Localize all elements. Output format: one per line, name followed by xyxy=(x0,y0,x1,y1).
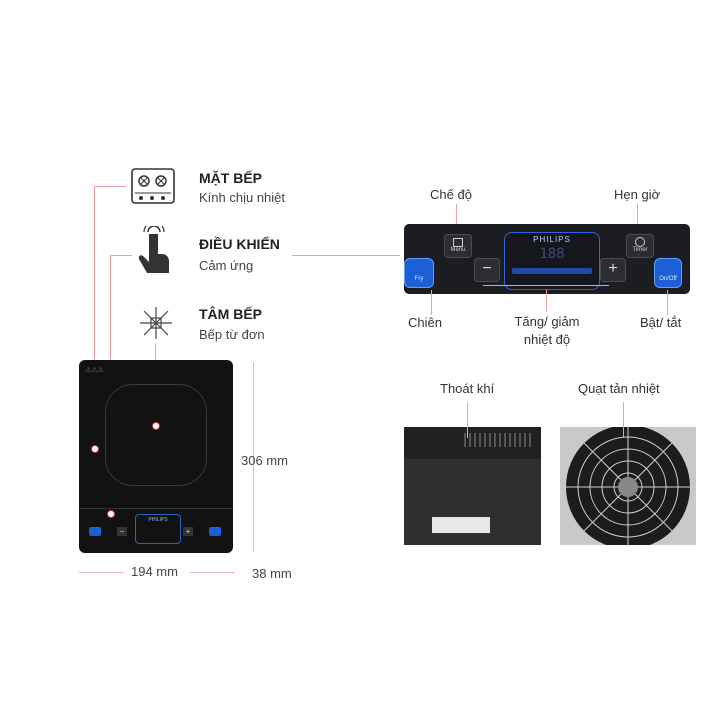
callout-line xyxy=(94,186,95,448)
control-panel-closeup: Menu Fry − PHILIPS 188 + Timer On/Off xyxy=(404,224,690,294)
callout-line xyxy=(431,290,432,315)
power-button: On/Off xyxy=(654,258,682,288)
minus-button: − xyxy=(474,258,500,282)
timer-key: Timer xyxy=(626,234,654,258)
height-dimension-line xyxy=(253,362,254,552)
label-fry: Chiên xyxy=(408,315,442,330)
width-dimension-line xyxy=(190,572,235,573)
menu-key-label: Menu xyxy=(450,247,466,253)
power-key-label: On/Off xyxy=(659,276,677,282)
callout-line xyxy=(637,204,638,236)
width-dimension: 194 mm xyxy=(131,564,178,579)
width-dimension-line xyxy=(79,572,124,573)
timer-key-label: Timer xyxy=(632,247,648,253)
feature-title: TÂM BẾP xyxy=(199,306,262,322)
callout-line xyxy=(623,402,624,438)
mini-brand: PHILIPS xyxy=(148,517,168,523)
mini-fry-button xyxy=(89,527,101,536)
label-vent: Thoát khí xyxy=(440,381,495,396)
mini-display: PHILIPS xyxy=(135,514,181,544)
feature-subtitle: Kính chịu nhiệt xyxy=(199,190,286,205)
height-dimension: 306 mm xyxy=(241,453,288,468)
callout-dot xyxy=(152,422,160,430)
callout-line xyxy=(483,285,609,286)
fan-grille-icon xyxy=(566,427,690,545)
callout-line xyxy=(667,290,668,315)
depth-dimension: 38 mm xyxy=(252,566,292,581)
mini-plus-button: + xyxy=(183,527,193,536)
mini-minus-button: − xyxy=(117,527,127,536)
fry-key-label: Fry xyxy=(414,276,424,282)
menu-key: Menu xyxy=(444,234,472,258)
label-mode: Chế độ xyxy=(430,187,472,202)
label-timer: Hẹn giờ xyxy=(614,187,661,202)
fry-button: Fry xyxy=(404,258,434,288)
mini-control-panel: − PHILIPS + xyxy=(79,508,233,545)
callout-line xyxy=(467,402,468,438)
warning-marks: ⚠⚠⚠ xyxy=(85,367,104,374)
touch-hand-icon xyxy=(138,226,169,273)
callout-dot xyxy=(91,445,99,453)
temperature-display: 188 xyxy=(539,246,565,262)
display-panel: PHILIPS 188 xyxy=(504,232,600,290)
callout-dot xyxy=(107,510,115,518)
plus-button: + xyxy=(600,258,626,282)
cooktop-burners-icon xyxy=(131,168,175,204)
brand-label: PHILIPS xyxy=(533,235,571,244)
callout-line xyxy=(292,255,400,256)
induction-coil-icon xyxy=(140,307,172,339)
callout-line xyxy=(110,255,132,256)
mini-power-button xyxy=(209,527,221,536)
feature-subtitle: Cảm ứng xyxy=(199,258,254,273)
callout-line xyxy=(94,186,126,187)
feature-subtitle: Bếp từ đơn xyxy=(199,327,265,342)
callout-line xyxy=(546,290,547,312)
feature-title: MẶT BẾP xyxy=(199,170,262,186)
cooking-zone xyxy=(105,384,207,486)
label-power: Bật/ tắt xyxy=(640,315,682,330)
fan-photo xyxy=(560,427,696,545)
callout-line xyxy=(456,204,457,236)
feature-title: ĐIỀU KHIỂN xyxy=(199,236,280,252)
vent-photo xyxy=(404,427,541,545)
label-temperature: Tăng/ giảm nhiệt độ xyxy=(514,314,580,347)
mode-indicator-bar xyxy=(512,268,592,274)
label-fan: Quạt tản nhiệt xyxy=(578,381,660,396)
cooktop-image: ⚠⚠⚠ − PHILIPS + xyxy=(79,360,233,553)
